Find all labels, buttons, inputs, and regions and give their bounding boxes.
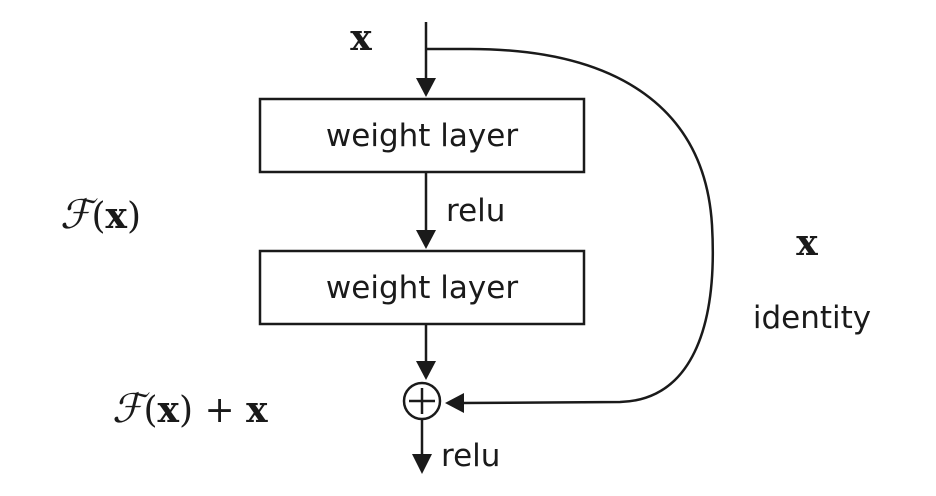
weight-layer-1: weight layer <box>258 97 586 174</box>
weight-layer-1-label: weight layer <box>326 118 518 154</box>
addition-node <box>402 381 442 421</box>
relu-2-arrow-head <box>412 454 432 474</box>
weight-layer-2-box <box>258 249 586 326</box>
weight-layer-1-box <box>258 97 586 174</box>
weight-layer-2-label: weight layer <box>326 270 518 306</box>
shortcut-x-label: x <box>796 222 818 264</box>
weight-layer-2: weight layer <box>258 249 586 326</box>
block-output-label: ℱ(x) + x <box>112 386 268 432</box>
input-arrow-head <box>416 78 436 97</box>
identity-shortcut-arrow-head <box>445 393 464 413</box>
relu-1-arrow-head <box>416 230 436 249</box>
shortcut-identity-label: identity <box>753 300 871 336</box>
sum-input-arrow-head <box>416 361 436 380</box>
input-x-label: x <box>350 17 372 59</box>
residual-function-label: ℱ(x) <box>60 192 141 238</box>
relu-2-label: relu <box>441 438 500 474</box>
identity-shortcut-path <box>426 47 714 405</box>
relu-1-label: relu <box>446 193 505 229</box>
